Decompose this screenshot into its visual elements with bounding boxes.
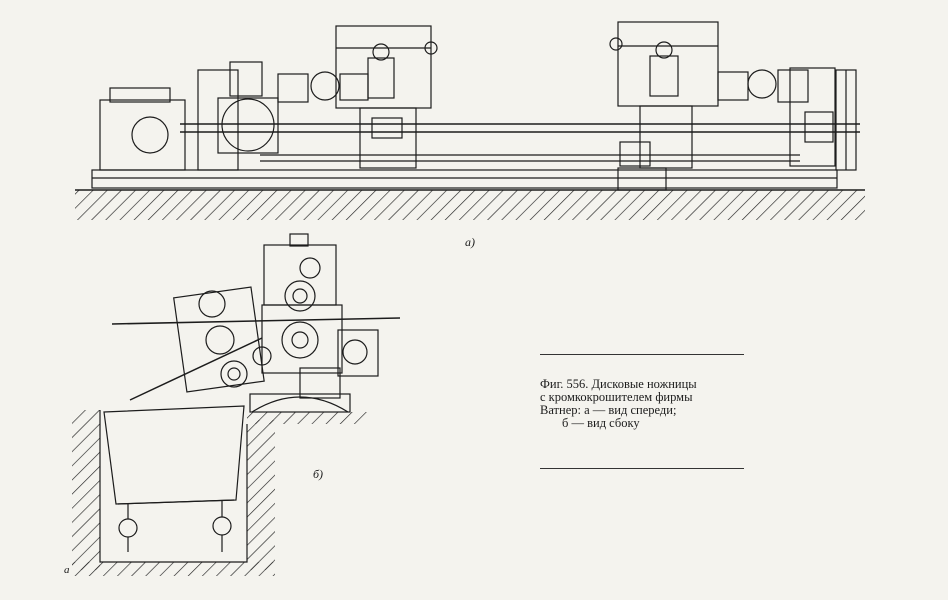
side-view-drawing	[72, 233, 401, 576]
caption-line: б — вид сбоку	[562, 416, 640, 430]
figure-caption: Фиг. 556. Дисковые ножницы с кромкокроши…	[540, 378, 752, 430]
front-view-drawing	[75, 21, 865, 220]
caption-rule-bottom	[540, 468, 744, 469]
pit-wall-left	[72, 410, 100, 570]
foundation-hatch	[247, 412, 367, 424]
caption-line: Фиг. 556. Дисковые ножницы	[540, 377, 697, 391]
floor-hatch	[75, 190, 865, 220]
view-b-label: б)	[313, 467, 323, 481]
corner-mark: а	[64, 564, 70, 576]
pit-wall-right	[247, 420, 275, 570]
caption-rule-top	[540, 354, 744, 355]
pit-floor	[72, 562, 275, 576]
caption-line: Ватнер: а — вид спереди;	[540, 403, 677, 417]
view-a-label: а)	[465, 235, 475, 249]
caption-line: с кромкокрошителем фирмы	[540, 390, 693, 404]
